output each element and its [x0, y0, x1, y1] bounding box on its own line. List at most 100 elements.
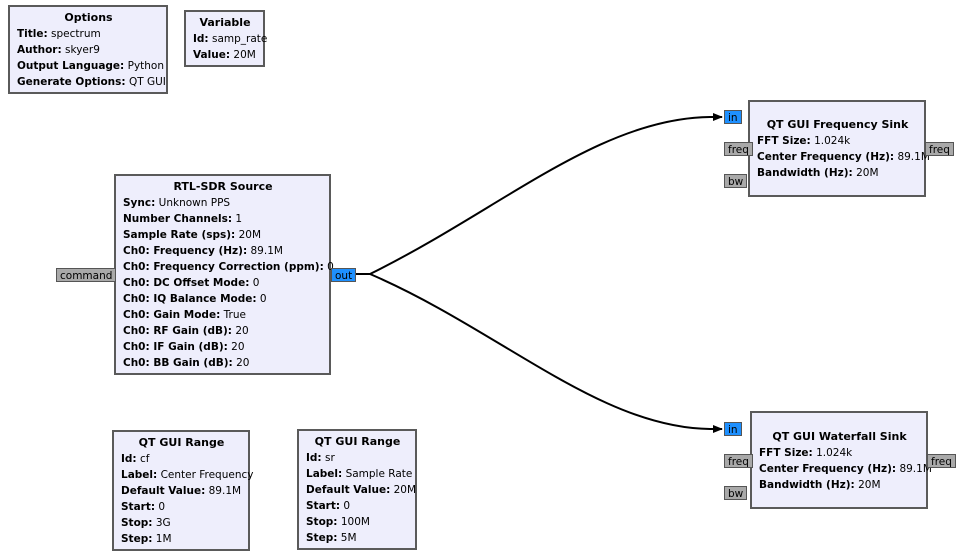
param-row: Id: sr — [306, 450, 409, 466]
param-key: Center Frequency (Hz): — [759, 463, 897, 475]
param-key: Bandwidth (Hz): — [757, 167, 853, 179]
param-value: Python — [127, 60, 165, 72]
param-value: skyer9 — [65, 44, 100, 56]
param-row: Default Value: 89.1M — [121, 483, 242, 499]
param-row: Ch0: IF Gain (dB): 20 — [123, 339, 323, 355]
param-row: FFT Size: 1.024k — [757, 133, 918, 149]
param-value: 0 — [158, 501, 166, 513]
param-row: Sample Rate (sps): 20M — [123, 227, 323, 243]
block-title: QT GUI Range — [138, 436, 225, 449]
param-value: 89.1M — [208, 485, 242, 497]
command-port[interactable]: command — [56, 268, 117, 282]
waterfall-sink-in-port[interactable]: in — [724, 422, 742, 436]
param-row: Id: samp_rate — [193, 31, 267, 47]
out-port[interactable]: out — [331, 268, 357, 282]
param-key: Id: — [306, 452, 322, 464]
param-value: sr — [324, 452, 335, 464]
param-row: Start: 0 — [306, 498, 409, 514]
param-value: 1.024k — [816, 447, 853, 459]
frequency-sink-in-port[interactable]: in — [724, 110, 742, 124]
wire-out-to-frequency-sink[interactable] — [353, 113, 723, 275]
param-row: Number Channels: 1 — [123, 211, 323, 227]
param-value: 89.1M — [250, 245, 283, 257]
param-row: Id: cf — [121, 451, 242, 467]
block-title: QT GUI Waterfall Sink — [772, 430, 907, 443]
param-value: Sample Rate — [345, 468, 413, 480]
param-value: 20 — [235, 325, 249, 337]
param-row: Sync: Unknown PPS — [123, 195, 323, 211]
param-row: Output Language: Python — [17, 58, 164, 74]
param-key: Ch0: RF Gain (dB): — [123, 325, 233, 337]
waterfall-sink-freq-in-port[interactable]: freq — [724, 454, 753, 468]
frequency-sink-freq-out-port[interactable]: freq — [925, 142, 954, 156]
param-value: 20 — [231, 341, 245, 353]
param-value: 89.1M — [899, 463, 932, 475]
param-key: Ch0: Frequency (Hz): — [123, 245, 248, 257]
param-key: Center Frequency (Hz): — [757, 151, 895, 163]
param-row: Ch0: DC Offset Mode: 0 — [123, 275, 323, 291]
param-key: Start: — [121, 501, 156, 513]
param-row: Value: 20M — [193, 47, 257, 63]
param-value: 20 — [236, 357, 250, 369]
param-value: cf — [139, 453, 150, 465]
param-key: Start: — [306, 500, 341, 512]
param-key: Title: — [17, 28, 48, 40]
param-row: Stop: 3G — [121, 515, 242, 531]
wire-out-to-waterfall-sink[interactable] — [353, 273, 723, 433]
block-title: Options — [64, 11, 113, 24]
param-key: Generate Options: — [17, 76, 126, 88]
param-row: Ch0: RF Gain (dB): 20 — [123, 323, 323, 339]
param-key: Value: — [193, 49, 231, 61]
param-key: Step: — [306, 532, 338, 544]
waterfall-sink-freq-out-port[interactable]: freq — [927, 454, 956, 468]
frequency-sink-bw-port[interactable]: bw — [724, 174, 748, 188]
param-key: Bandwidth (Hz): — [759, 479, 855, 491]
param-row: Step: 5M — [306, 530, 409, 546]
param-value: True — [223, 309, 246, 321]
param-row: Default Value: 20M — [306, 482, 416, 498]
param-row: Center Frequency (Hz): 89.1M — [759, 461, 932, 477]
param-key: Default Value: — [121, 485, 206, 497]
waterfall-sink-bw-port[interactable]: bw — [724, 486, 748, 500]
param-row: Label: Sample Rate — [306, 466, 412, 482]
param-key: Id: — [121, 453, 137, 465]
param-value: samp_rate — [211, 33, 268, 45]
param-value: QT GUI — [128, 76, 166, 88]
param-value: 0 — [259, 293, 267, 305]
param-value: 100M — [340, 516, 370, 528]
param-value: 20M — [393, 484, 417, 496]
param-row: Label: Center Frequency — [121, 467, 253, 483]
param-row: Ch0: Frequency Correction (ppm): 0 — [123, 259, 334, 275]
param-key: Sample Rate (sps): — [123, 229, 236, 241]
param-key: Stop: — [121, 517, 153, 529]
param-key: Label: — [306, 468, 343, 480]
param-key: Label: — [121, 469, 158, 481]
param-row: Ch0: BB Gain (dB): 20 — [123, 355, 323, 371]
param-key: Default Value: — [306, 484, 391, 496]
param-row: Step: 1M — [121, 531, 242, 547]
param-key: Sync: — [123, 197, 156, 209]
param-key: Ch0: BB Gain (dB): — [123, 357, 233, 369]
param-row: Generate Options: QT GUI — [17, 74, 166, 90]
param-row: Ch0: Frequency (Hz): 89.1M — [123, 243, 323, 259]
param-value: 1.024k — [814, 135, 851, 147]
frequency-sink-freq-in-port[interactable]: freq — [724, 142, 753, 156]
block-title: Variable — [199, 16, 251, 29]
param-row: Stop: 100M — [306, 514, 409, 530]
block-title: RTL-SDR Source — [173, 180, 273, 193]
param-value: Center Frequency — [160, 469, 254, 481]
param-key: Ch0: IF Gain (dB): — [123, 341, 228, 353]
param-row: FFT Size: 1.024k — [759, 445, 920, 461]
